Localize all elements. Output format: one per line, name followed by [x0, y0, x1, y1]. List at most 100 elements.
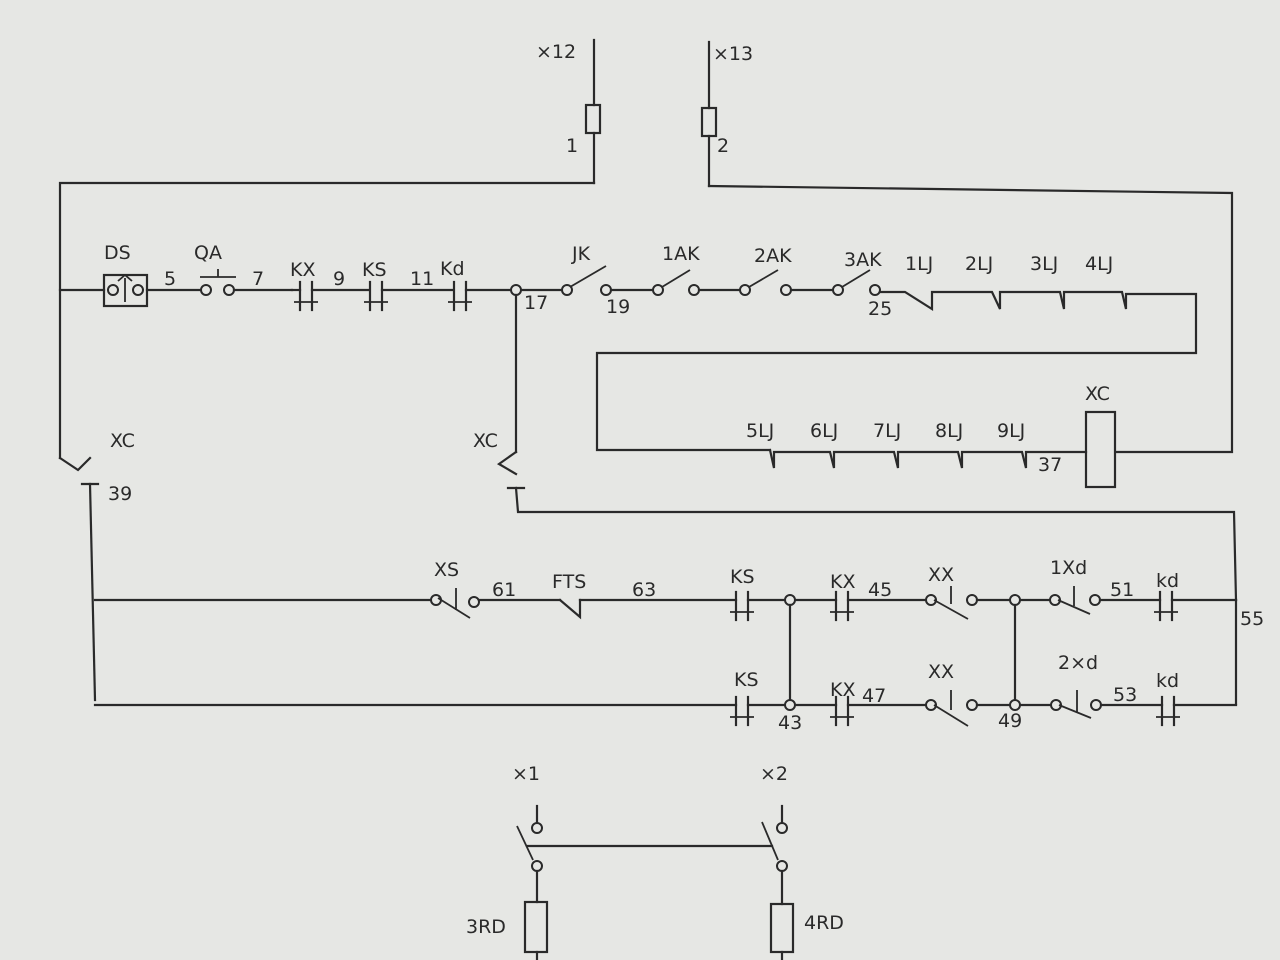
- rd3-label: 3RD: [466, 916, 506, 938]
- wire-number-19: 19: [606, 296, 630, 318]
- ak2-label: 2AK: [754, 245, 792, 267]
- wire-number-39: 39: [108, 483, 132, 505]
- xc-left-label: XC: [110, 430, 135, 452]
- terminal-x2-label: ×2: [760, 763, 788, 785]
- xc-contact-mid: XC: [473, 293, 1238, 602]
- ks-contact-top: KS: [362, 259, 388, 312]
- ds-switch: DS: [102, 242, 149, 308]
- wire-number-7: 7: [252, 268, 264, 290]
- junction-ks-row3: [784, 594, 796, 606]
- wire-number-17: 17: [524, 292, 548, 314]
- ks-label-row3: KS: [730, 566, 755, 588]
- wire-number-5: 5: [164, 268, 176, 290]
- ks-label-top: KS: [362, 259, 387, 281]
- wire-number-25: 25: [868, 298, 892, 320]
- fuse-1: [584, 103, 602, 135]
- fts-switch: FTS: [552, 571, 586, 620]
- xd1-label: 1Xd: [1050, 557, 1087, 579]
- fuse-2: [700, 106, 718, 138]
- kx-contact-top: KX: [290, 259, 318, 312]
- kx-label-row3: KX: [830, 571, 855, 593]
- terminal-x1-label: ×1: [512, 763, 540, 785]
- lj1-label: 1LJ: [905, 253, 933, 275]
- ks-label-row4: KS: [734, 669, 759, 691]
- wire-number-61: 61: [492, 579, 516, 601]
- kx-label-row4: KX: [830, 679, 855, 701]
- terminal-x12-branch: ×12 1: [536, 38, 602, 185]
- wire-number-45: 45: [868, 579, 892, 601]
- relay-coils-5-9: 5LJ 6LJ 7LJ 8LJ 9LJ: [746, 420, 1088, 469]
- kx-contact-row4: KX: [830, 679, 855, 727]
- junction-xx-row3: [1009, 594, 1021, 606]
- xd2-label: 2×d: [1058, 652, 1098, 674]
- wire-number-2: 2: [717, 135, 729, 157]
- qa-pushbutton: QA: [194, 242, 236, 296]
- xs-switch: XS: [430, 559, 480, 619]
- fuse-4rd: [769, 902, 795, 954]
- xx-label-row3: XX: [928, 564, 954, 586]
- xc-coil: XC: [1084, 383, 1117, 489]
- kd-label-top: Kd: [440, 258, 465, 280]
- wire-number-9: 9: [333, 268, 345, 290]
- xc-mid-label: XC: [473, 430, 498, 452]
- junction-43: [784, 699, 796, 711]
- wire-number-53: 53: [1113, 684, 1137, 706]
- relay-coils-1-4: 1LJ 2LJ 3LJ 4LJ: [595, 253, 1198, 452]
- kx-contact-row3: KX: [830, 571, 855, 622]
- jk-switch: JK: [561, 243, 612, 296]
- ks-contact-row4: KS: [730, 669, 759, 727]
- junction-49: [1009, 699, 1021, 711]
- switch-x2-branch: ×2 4RD: [760, 763, 844, 960]
- ak2-switch: 2AK: [739, 245, 792, 296]
- jk-label: JK: [571, 243, 591, 265]
- terminal-x13-label: ×13: [713, 43, 753, 65]
- kd-contact-row4: kd: [1156, 670, 1180, 727]
- wire-number-63: 63: [632, 579, 656, 601]
- xs-label: XS: [434, 559, 459, 581]
- xx-switch-row4: XX: [925, 661, 978, 727]
- lj4-label: 4LJ: [1085, 253, 1113, 275]
- switch-x1-branch: ×1 3RD: [466, 763, 549, 960]
- qa-label: QA: [194, 242, 222, 264]
- wire-number-51: 51: [1110, 579, 1134, 601]
- kd-label-row3: kd: [1156, 570, 1179, 592]
- wire-number-47: 47: [862, 685, 886, 707]
- xx-label-row4: XX: [928, 661, 954, 683]
- lj8-label: 8LJ: [935, 420, 963, 442]
- wire-number-55: 55: [1240, 608, 1264, 630]
- xd2-switch: 2×d: [1050, 652, 1102, 719]
- wire-number-37: 37: [1038, 454, 1062, 476]
- ds-label: DS: [104, 242, 131, 264]
- xd1-switch: 1Xd: [1049, 557, 1101, 615]
- rd4-label: 4RD: [804, 912, 844, 934]
- fuse-3rd: [523, 900, 549, 954]
- kd-contact-top: Kd: [440, 258, 472, 312]
- junction-17: [510, 284, 522, 296]
- xc-contact-left: XC 39: [58, 430, 135, 702]
- lj2-label: 2LJ: [965, 253, 993, 275]
- xc-coil-label: XC: [1085, 383, 1110, 405]
- wire-number-49: 49: [998, 710, 1022, 732]
- wire-number-11: 11: [410, 268, 434, 290]
- left-bus-wire: [58, 181, 596, 460]
- ak1-label: 1AK: [662, 243, 700, 265]
- right-bus-wire: [707, 184, 1234, 454]
- terminal-x13-branch: ×13 2: [700, 40, 753, 188]
- lj5-label: 5LJ: [746, 420, 774, 442]
- lj6-label: 6LJ: [810, 420, 838, 442]
- lj7-label: 7LJ: [873, 420, 901, 442]
- wire-number-1: 1: [566, 135, 578, 157]
- kd-contact-row3: kd: [1154, 570, 1179, 622]
- ks-contact-row3: KS: [730, 566, 755, 622]
- kx-label-top: KX: [290, 259, 315, 281]
- lj9-label: 9LJ: [997, 420, 1025, 442]
- ak1-switch: 1AK: [652, 243, 700, 296]
- kd-label-row4: kd: [1156, 670, 1179, 692]
- lj3-label: 3LJ: [1030, 253, 1058, 275]
- ak3-switch: 3AK: [832, 249, 882, 296]
- terminal-x12-label: ×12: [536, 41, 576, 63]
- wire-number-43: 43: [778, 712, 802, 734]
- xx-switch-row3: XX: [925, 564, 978, 620]
- fts-label: FTS: [552, 571, 586, 593]
